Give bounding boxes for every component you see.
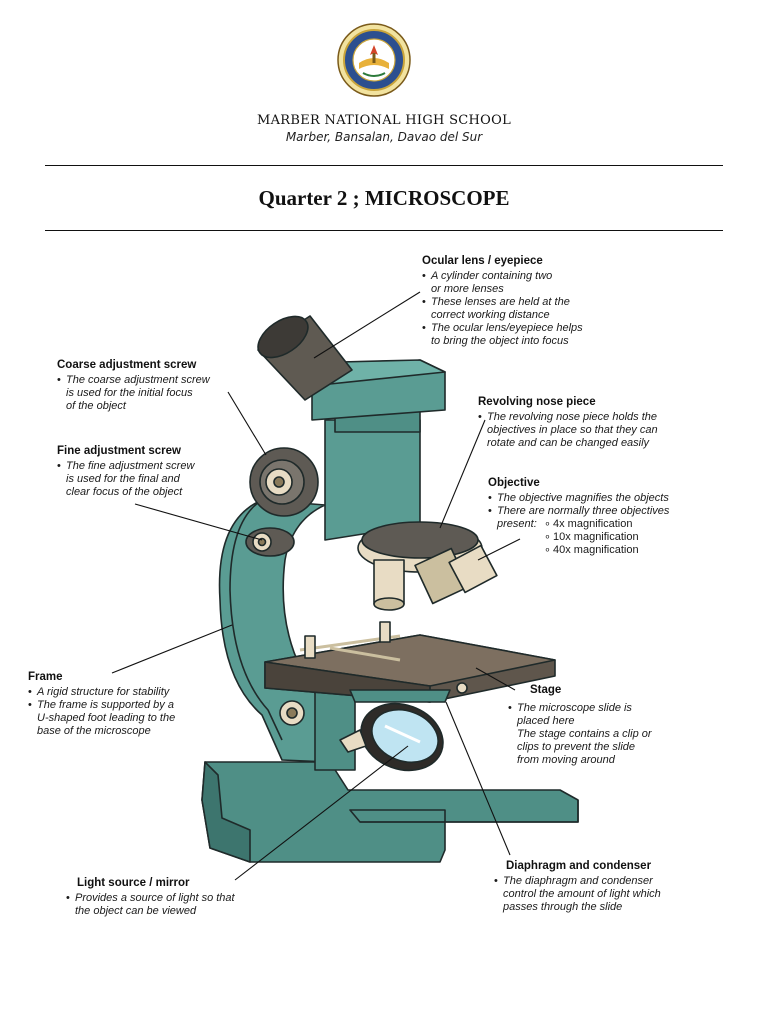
stage-line: from moving around [517, 754, 615, 766]
part-name-revolving: Revolving nose piece [478, 396, 596, 408]
magnification-item: 10x magnification [488, 531, 669, 544]
frame-line: base of the microscope [37, 725, 151, 737]
school-seal-logo [337, 23, 411, 97]
label-revolving-nose-piece: Revolving nose piece The revolving nose … [478, 396, 658, 450]
revolving-line: rotate and can be changed easily [487, 437, 650, 449]
label-coarse-adjustment: Coarse adjustment screw The coarse adjus… [57, 359, 210, 413]
objective-line: There are normally three objectives [488, 505, 669, 518]
part-name-ocular: Ocular lens / eyepiece [422, 255, 543, 267]
diaphragm-line: passes through the slide [503, 901, 623, 913]
stage-line: The stage contains a clip or [517, 728, 652, 740]
light-line: the object can be viewed [75, 905, 197, 917]
ocular-line: The ocular lens/eyepiece helps [422, 322, 583, 335]
label-ocular-lens: Ocular lens / eyepiece A cylinder contai… [422, 255, 583, 348]
magnification-item: 4x magnification [488, 518, 669, 531]
stage-line: placed here [517, 715, 575, 727]
label-stage: Stage The microscope slide is placed her… [508, 684, 652, 767]
top-divider [45, 165, 723, 166]
ocular-line: These lenses are held at the [422, 296, 583, 309]
school-address: Marber, Bansalan, Davao del Sur [285, 130, 483, 144]
part-name-light: Light source / mirror [77, 877, 190, 889]
ocular-line: or more lenses [431, 283, 504, 295]
stage-line: clips to prevent the slide [517, 741, 636, 753]
page-title: Quarter 2 ; MICROSCOPE [258, 186, 510, 210]
frame-line: The frame is supported by a [28, 699, 175, 712]
coarse-line: is used for the initial focus [66, 387, 193, 399]
magnification-item: 40x magnification [488, 544, 669, 557]
label-light-source: Light source / mirror Provides a source … [66, 877, 235, 918]
diaphragm-line: The diaphragm and condenser [494, 875, 661, 888]
school-name: MARBER NATIONAL HIGH SCHOOL [256, 113, 512, 128]
objective-line: The objective magnifies the objects [488, 492, 669, 505]
coarse-line: of the object [66, 400, 126, 412]
label-objective: Objective The objective magnifies the ob… [488, 477, 669, 557]
bottom-divider [45, 230, 723, 231]
stage-line: The microscope slide is [508, 702, 652, 715]
part-name-frame: Frame [28, 671, 63, 683]
ocular-line: to bring the object into focus [431, 335, 569, 347]
part-name-diaphragm: Diaphragm and condenser [506, 860, 652, 872]
coarse-line: The coarse adjustment screw [57, 374, 210, 387]
revolving-line: The revolving nose piece holds the [478, 411, 658, 424]
revolving-line: objectives in place so that they can [487, 424, 658, 436]
frame-line: U-shaped foot leading to the [37, 712, 176, 724]
label-frame: Frame A rigid structure for stability Th… [28, 671, 175, 738]
fine-line: clear focus of the object [66, 486, 183, 498]
part-name-coarse: Coarse adjustment screw [57, 359, 197, 371]
frame-line: A rigid structure for stability [28, 686, 175, 699]
part-name-fine: Fine adjustment screw [57, 445, 181, 457]
part-name-stage: Stage [530, 684, 562, 696]
ocular-line: correct working distance [431, 309, 550, 321]
diaphragm-line: control the amount of light which [503, 888, 661, 900]
fine-line: The fine adjustment screw [57, 460, 194, 473]
fine-line: is used for the final and [66, 473, 180, 485]
part-name-objective: Objective [488, 477, 540, 489]
light-line: Provides a source of light so that [66, 892, 235, 905]
label-fine-adjustment: Fine adjustment screw The fine adjustmen… [57, 445, 194, 499]
label-diaphragm-condenser: Diaphragm and condenser The diaphragm an… [494, 860, 661, 914]
ocular-line: A cylinder containing two [422, 270, 583, 283]
